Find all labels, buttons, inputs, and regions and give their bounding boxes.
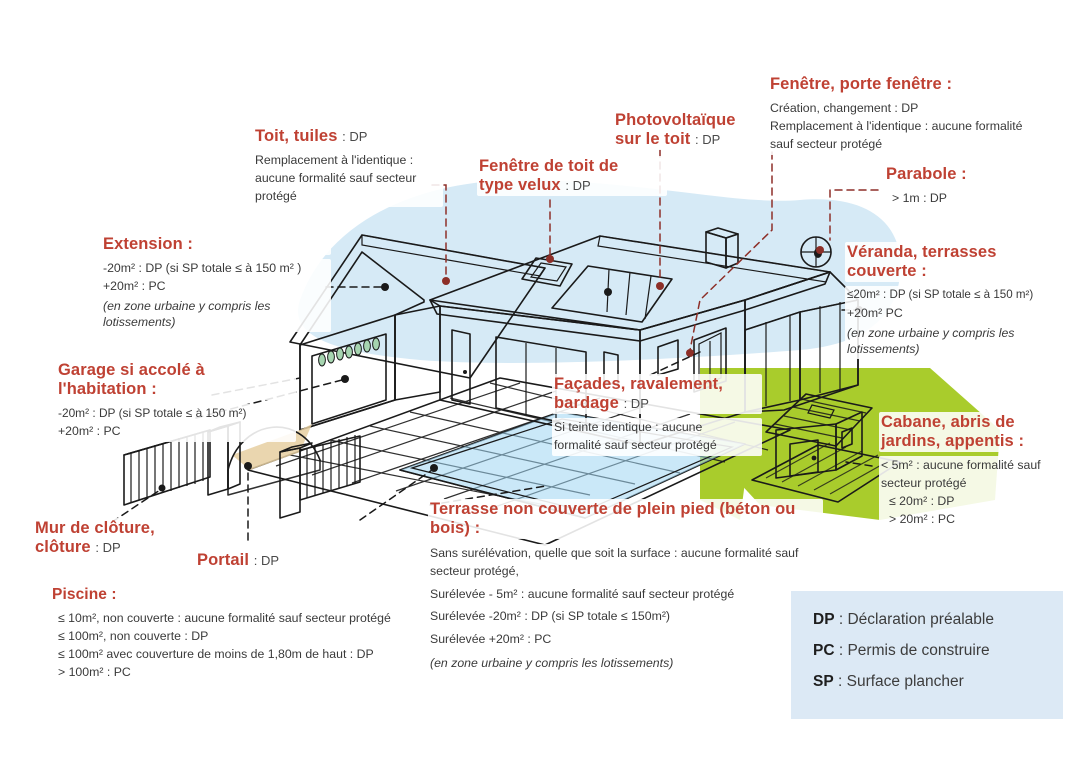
callout-garage-title: Garage si accolé à l'habitation : — [56, 360, 296, 400]
callout-terrasse-body: Sans surélévation, quelle que soit la su… — [428, 544, 823, 673]
legend-text-sp: Surface plancher — [846, 673, 964, 690]
callout-velux-title: Fenêtre de toit de type velux : DP — [477, 156, 667, 196]
callout-cabane: Cabane, abris de jardins, appentis : < 5… — [879, 412, 1074, 530]
satellite-dish — [800, 236, 832, 268]
callout-fenetre-body: Création, changement : DP Remplacement à… — [768, 99, 1068, 155]
callout-extension-body: -20m² : DP (si SP totale ≤ à 150 m² ) +2… — [101, 259, 331, 332]
legend-text-pc: Permis de construire — [847, 642, 990, 659]
callout-fenetre-title: Fenêtre, porte fenêtre : — [768, 74, 1068, 95]
legend-row-sp: SP : Surface plancher — [791, 672, 1063, 692]
callout-facades-body: Si teinte identique : aucune formalité s… — [552, 418, 762, 456]
entry-door — [451, 329, 471, 405]
callout-fenetre: Fenêtre, porte fenêtre : Création, chang… — [768, 74, 1068, 155]
callout-toit-title: Toit, tuiles : DP — [253, 126, 443, 147]
legend-sep-dp: : — [834, 611, 848, 628]
callout-velux: Fenêtre de toit de type velux : DP — [477, 156, 667, 200]
callout-piscine-title: Piscine : — [50, 585, 440, 605]
callout-portail: Portail : DP — [195, 550, 325, 575]
veranda — [744, 271, 859, 413]
callout-garage-body: -20m² : DP (si SP totale ≤ à 150 m²) +20… — [56, 404, 296, 442]
callout-toit-body: Remplacement à l'identique : aucune form… — [253, 151, 443, 207]
legend-sep-pc: : — [834, 642, 848, 659]
sky-backdrop — [297, 179, 901, 363]
callout-portail-title: Portail : DP — [195, 550, 325, 571]
callout-mur-cloture-title: Mur de clôture, clôture : DP — [33, 518, 208, 558]
legend-abbr-pc: PC — [813, 642, 835, 659]
fence-and-gate — [123, 421, 361, 519]
callout-veranda: Véranda, terrasses couverte : ≤20m² : DP… — [845, 242, 1070, 359]
callout-extension: Extension : -20m² : DP (si SP totale ≤ à… — [101, 234, 331, 332]
legend-row-pc: PC : Permis de construire — [791, 641, 1063, 661]
callout-mur-cloture: Mur de clôture, clôture : DP — [33, 518, 208, 562]
callout-parabole: Parabole : > 1m : DP — [884, 164, 1034, 209]
callout-extension-title: Extension : — [101, 234, 331, 255]
legend-box: DP : Déclaration préalable PC : Permis d… — [791, 591, 1063, 719]
callout-terrasse-title: Terrasse non couverte de plein pied (bét… — [428, 499, 823, 539]
callout-piscine-body: ≤ 10m², non couverte : aucune formalité … — [50, 609, 440, 683]
legend-sep-sp: : — [833, 673, 847, 690]
callout-photovoltaique-title: Photovoltaïque sur le toit : DP — [613, 110, 773, 150]
legend-text-dp: Déclaration préalable — [847, 611, 994, 628]
callout-garage: Garage si accolé à l'habitation : -20m² … — [56, 360, 296, 442]
callout-piscine: Piscine : ≤ 10m², non couverte : aucune … — [50, 585, 440, 683]
callout-parabole-body: > 1m : DP — [884, 189, 1034, 209]
callout-cabane-body: < 5m² : aucune formalité sauf secteur pr… — [879, 456, 1074, 530]
legend-abbr-sp: SP — [813, 673, 834, 690]
garage-door — [311, 333, 387, 425]
solar-panels — [551, 265, 673, 323]
legend-abbr-dp: DP — [813, 611, 835, 628]
callout-veranda-body: ≤20m² : DP (si SP totale ≤ à 150 m²) +20… — [845, 286, 1070, 359]
velux-window — [521, 257, 573, 287]
callout-veranda-title: Véranda, terrasses couverte : — [845, 242, 1070, 282]
callout-terrasse: Terrasse non couverte de plein pied (bét… — [428, 499, 823, 673]
callout-photovoltaique: Photovoltaïque sur le toit : DP — [613, 110, 773, 154]
callout-facades-title: Façades, ravalement, bardage : DP — [552, 374, 762, 414]
callout-parabole-title: Parabole : — [884, 164, 1034, 185]
callout-facades: Façades, ravalement, bardage : DP Si tei… — [552, 374, 762, 456]
callout-toit-tuiles: Toit, tuiles : DP Remplacement à l'ident… — [253, 126, 443, 207]
callout-cabane-title: Cabane, abris de jardins, appentis : — [879, 412, 1074, 452]
legend-row-dp: DP : Déclaration préalable — [791, 591, 1063, 630]
